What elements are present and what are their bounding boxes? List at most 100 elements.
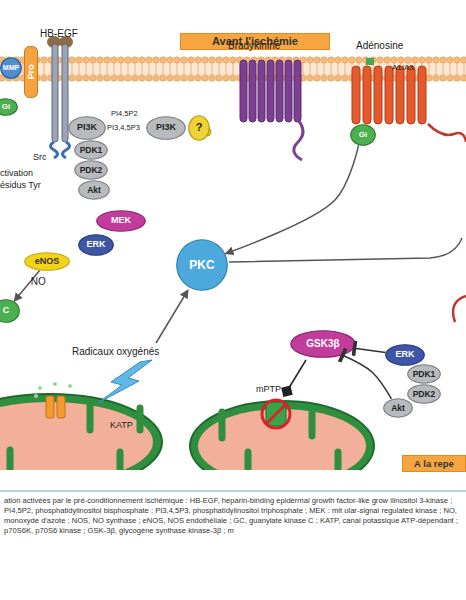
shape-circle bbox=[433, 57, 439, 63]
shape-circle bbox=[412, 57, 418, 63]
ligand-label: Bradykinine bbox=[228, 40, 280, 52]
unknown-factor: ? bbox=[188, 115, 210, 141]
shape-circle bbox=[38, 386, 42, 390]
receptor-label: A1/A3 bbox=[392, 63, 414, 72]
phase-banner: A la repe bbox=[402, 455, 466, 472]
kinase-ellipse: PDK2 bbox=[407, 384, 441, 404]
shape-line bbox=[72, 63, 73, 75]
shape-rect bbox=[266, 402, 286, 426]
shape-line bbox=[436, 63, 437, 75]
shape-line bbox=[170, 63, 171, 75]
shape-line bbox=[303, 63, 304, 75]
edge-label: NO bbox=[31, 276, 46, 288]
pkc-signal-line bbox=[229, 238, 462, 262]
node-text: ? bbox=[196, 122, 203, 134]
shape-circle bbox=[146, 57, 152, 63]
shape-line bbox=[142, 63, 143, 75]
shape-rect bbox=[249, 60, 256, 122]
shape-line bbox=[331, 63, 332, 75]
shape-ellipse bbox=[0, 300, 19, 323]
shape-circle bbox=[68, 384, 72, 388]
node-text: GSK3β bbox=[306, 339, 339, 350]
shape-line bbox=[198, 63, 199, 75]
shape-circle bbox=[97, 57, 103, 63]
node-text: Gi bbox=[2, 103, 10, 111]
shape-rect bbox=[285, 60, 292, 122]
node-text: ERK bbox=[86, 240, 105, 249]
shape-ellipse bbox=[190, 401, 374, 470]
shape-circle bbox=[174, 57, 180, 63]
gsk-mptp-arrow bbox=[284, 360, 306, 396]
node-text: MEK bbox=[111, 216, 131, 225]
kinase-ellipse: PDK2 bbox=[74, 160, 108, 180]
shape-line bbox=[86, 63, 87, 75]
kinase-ellipse: PI3K bbox=[68, 116, 106, 140]
receptor-tail bbox=[428, 124, 466, 142]
shape-line bbox=[100, 63, 101, 75]
shape-ellipse bbox=[0, 402, 153, 470]
note-label: ctivation bbox=[0, 168, 33, 178]
shape-circle bbox=[76, 57, 82, 63]
shape-circle bbox=[69, 75, 75, 81]
node-text: PDK2 bbox=[80, 166, 103, 175]
shape-line bbox=[149, 63, 150, 75]
shape-circle bbox=[69, 57, 75, 63]
shape-line bbox=[464, 63, 465, 75]
node-text: PKC bbox=[189, 259, 214, 272]
shape-line bbox=[275, 63, 276, 75]
enzyme-ellipse: eNOS bbox=[24, 252, 70, 271]
shape-circle bbox=[335, 57, 341, 63]
shape-circle bbox=[125, 57, 131, 63]
kinase-label: Src bbox=[33, 152, 47, 162]
shape-line bbox=[324, 63, 325, 75]
shape-circle bbox=[440, 57, 446, 63]
shape-line bbox=[345, 63, 346, 75]
ros-label: Radicaux oxygénés bbox=[72, 346, 159, 358]
shape-line bbox=[107, 63, 108, 75]
node-text: PI3K bbox=[156, 123, 176, 132]
shape-circle bbox=[356, 57, 362, 63]
shape-ellipse bbox=[75, 141, 108, 160]
shape-ellipse bbox=[79, 181, 110, 200]
node-text: Pro bbox=[26, 64, 35, 79]
shape-circle bbox=[461, 57, 466, 63]
node-text: Gi bbox=[359, 131, 367, 139]
shape-ellipse bbox=[384, 399, 413, 418]
shape-circle bbox=[160, 57, 166, 63]
shape-rect bbox=[403, 456, 466, 472]
shape-ellipse bbox=[147, 117, 186, 140]
node-text: eNOS bbox=[35, 257, 60, 266]
shape-circle bbox=[314, 75, 320, 81]
shape-rect bbox=[352, 66, 360, 124]
shape-circle bbox=[153, 75, 159, 81]
shape-circle bbox=[398, 57, 404, 63]
shape-rect bbox=[407, 66, 415, 124]
shape-line bbox=[226, 63, 227, 75]
lipid-label: PI3,4,5P3 bbox=[107, 124, 140, 133]
mitochondrion-right bbox=[190, 400, 374, 470]
shape-rect bbox=[294, 60, 301, 122]
shape-ellipse bbox=[408, 365, 441, 384]
shape-circle bbox=[384, 57, 390, 63]
shape-circle bbox=[188, 57, 194, 63]
adenosine-receptor bbox=[352, 66, 426, 124]
shape-line bbox=[233, 63, 234, 75]
shape-path bbox=[0, 404, 140, 470]
shape-line bbox=[310, 63, 311, 75]
shape-circle bbox=[426, 75, 432, 81]
shape-line bbox=[23, 63, 24, 75]
shape-circle bbox=[118, 75, 124, 81]
shape-circle bbox=[230, 57, 236, 63]
shape-circle bbox=[433, 75, 439, 81]
node-text: PDK1 bbox=[80, 146, 103, 155]
shape-circle bbox=[223, 75, 229, 81]
shape-line bbox=[163, 63, 164, 75]
shape-rect bbox=[258, 60, 265, 122]
shape-ellipse bbox=[69, 117, 106, 140]
shape-circle bbox=[34, 394, 38, 398]
shape-circle bbox=[83, 75, 89, 81]
shape-circle bbox=[160, 75, 166, 81]
shape-ellipse bbox=[1, 58, 22, 79]
note-label: ésidus Tyr bbox=[0, 180, 41, 190]
shape-ellipse bbox=[0, 99, 17, 116]
